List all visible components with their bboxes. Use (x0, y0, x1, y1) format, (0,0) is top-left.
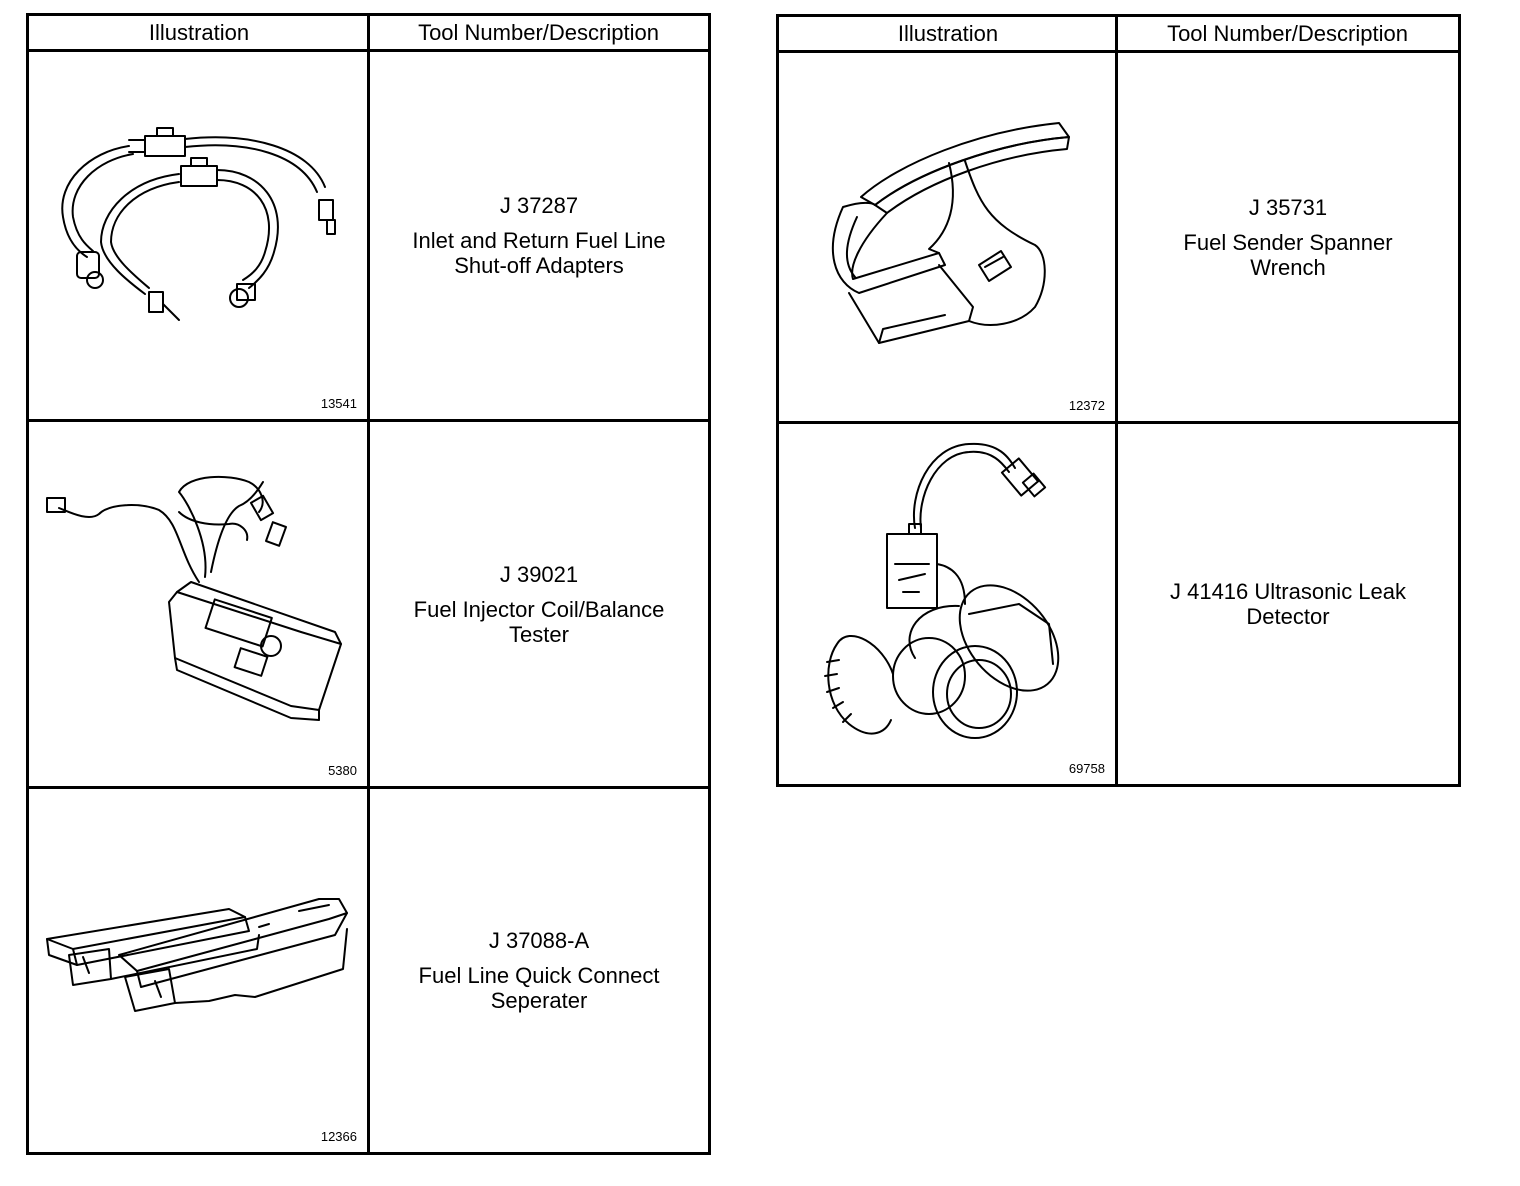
illustration-cell: 5380 (29, 422, 367, 786)
tool-description: J 41416 Ultrasonic Leak Detector (1169, 579, 1407, 629)
figure-number: 12366 (320, 1129, 357, 1144)
tool-description-cell: J 37287 Inlet and Return Fuel Line Shut-… (370, 52, 708, 419)
tool-number: J 37287 (499, 193, 579, 218)
injector-tester-icon (46, 475, 342, 721)
row-divider (779, 421, 1458, 424)
figure-number: 69758 (1068, 761, 1105, 776)
left-tool-table: Illustration Tool Number/Description (26, 13, 711, 1155)
illustration-cell: 12366 (29, 789, 367, 1152)
tool-description: Fuel Injector Coil/Balance Tester (413, 596, 665, 647)
spanner-wrench-icon (831, 122, 1070, 344)
figure-number: 12372 (1068, 398, 1105, 413)
header-tool-number: Tool Number/Description (1117, 17, 1458, 53)
tool-number: J 39021 (499, 561, 579, 587)
header-tool-number: Tool Number/Description (369, 16, 708, 52)
tool-description: Fuel Sender Spanner Wrench (1183, 229, 1393, 280)
header-illustration: Illustration (779, 17, 1117, 53)
tool-number: J 37088-A (488, 928, 590, 953)
header-illustration: Illustration (29, 16, 369, 52)
leak-detector-icon (824, 442, 1060, 739)
column-divider (1115, 17, 1118, 784)
fuel-line-adapters-icon (61, 127, 336, 321)
illustration-cell: 69758 (779, 424, 1115, 784)
figure-number: 13541 (320, 396, 357, 411)
row-divider (29, 419, 708, 422)
row-divider (29, 786, 708, 789)
tool-description: Inlet and Return Fuel Line Shut-off Adap… (412, 228, 666, 278)
tool-number: J 35731 (1248, 194, 1328, 220)
figure-number: 5380 (328, 763, 357, 778)
quick-connect-separator-icon (46, 898, 348, 1012)
tool-description-cell: J 41416 Ultrasonic Leak Detector (1118, 424, 1458, 784)
tool-description-cell: J 37088-A Fuel Line Quick Connect Sepera… (370, 789, 708, 1152)
illustration-cell: 12372 (779, 53, 1115, 421)
tool-description: Fuel Line Quick Connect Seperater (418, 963, 660, 1013)
illustration-cell: 13541 (29, 52, 367, 419)
tool-description-cell: J 39021 Fuel Injector Coil/Balance Teste… (370, 422, 708, 786)
tool-description-cell: J 35731 Fuel Sender Spanner Wrench (1118, 53, 1458, 421)
column-divider (367, 16, 370, 1152)
right-tool-table: Illustration Tool Number/Description 123… (776, 14, 1461, 787)
